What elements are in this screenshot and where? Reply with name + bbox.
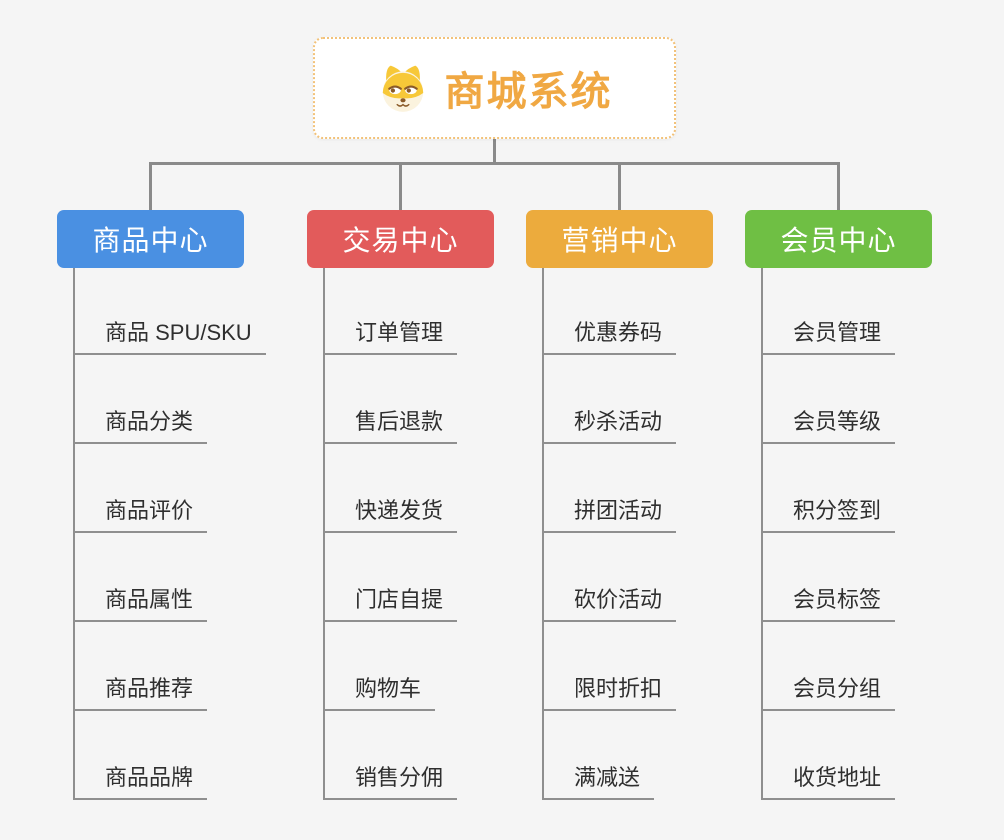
branch-label: 商品中心: [92, 225, 209, 256]
branch-header-member-center[interactable]: 会员中心: [745, 210, 932, 268]
leaf-item[interactable]: 销售分佣: [323, 764, 458, 800]
leaf-item[interactable]: 优惠券码: [542, 319, 677, 355]
branch-drop-connector: [618, 162, 621, 210]
shiba-dog-face-icon: [382, 65, 423, 112]
leaf-item[interactable]: 商品评价: [73, 497, 208, 533]
leaf-item[interactable]: 拼团活动: [542, 497, 677, 533]
root-topic-mall-system[interactable]: 商城系统: [313, 37, 676, 139]
root-topic-title: 商城系统: [444, 70, 613, 114]
branch-label: 会员中心: [780, 225, 897, 256]
leaf-item[interactable]: 会员管理: [761, 319, 896, 355]
branch-drop-connector: [149, 162, 152, 210]
leaf-item[interactable]: 商品 SPU/SKU: [73, 319, 266, 355]
leaf-item[interactable]: 商品推荐: [73, 675, 208, 711]
leaf-item[interactable]: 快递发货: [323, 497, 458, 533]
leaf-item[interactable]: 商品分类: [73, 408, 208, 444]
leaf-item[interactable]: 订单管理: [323, 319, 458, 355]
leaf-spine-connector: [323, 268, 325, 800]
branch-header-marketing-center[interactable]: 营销中心: [526, 210, 713, 268]
root-stem-connector: [493, 137, 496, 163]
leaf-item[interactable]: 收货地址: [761, 764, 896, 800]
branch-bus-connector: [149, 162, 840, 165]
leaf-item[interactable]: 满减送: [542, 764, 655, 800]
leaf-item[interactable]: 商品属性: [73, 586, 208, 622]
leaf-item[interactable]: 会员等级: [761, 408, 896, 444]
branch-drop-connector: [399, 162, 402, 210]
leaf-spine-connector: [73, 268, 75, 800]
leaf-spine-connector: [761, 268, 763, 800]
branch-header-product-center[interactable]: 商品中心: [57, 210, 244, 268]
leaf-item[interactable]: 砍价活动: [542, 586, 677, 622]
branch-label: 交易中心: [342, 225, 459, 256]
leaf-item[interactable]: 商品品牌: [73, 764, 208, 800]
leaf-item[interactable]: 门店自提: [323, 586, 458, 622]
leaf-item[interactable]: 售后退款: [323, 408, 458, 444]
leaf-item[interactable]: 限时折扣: [542, 675, 677, 711]
branch-header-trade-center[interactable]: 交易中心: [307, 210, 494, 268]
leaf-spine-connector: [542, 268, 544, 800]
branch-drop-connector: [837, 162, 840, 210]
leaf-item[interactable]: 会员标签: [761, 586, 896, 622]
leaf-item[interactable]: 秒杀活动: [542, 408, 677, 444]
branch-label: 营销中心: [561, 225, 678, 256]
leaf-item[interactable]: 积分签到: [761, 497, 896, 533]
leaf-item[interactable]: 购物车: [323, 675, 436, 711]
leaf-item[interactable]: 会员分组: [761, 675, 896, 711]
